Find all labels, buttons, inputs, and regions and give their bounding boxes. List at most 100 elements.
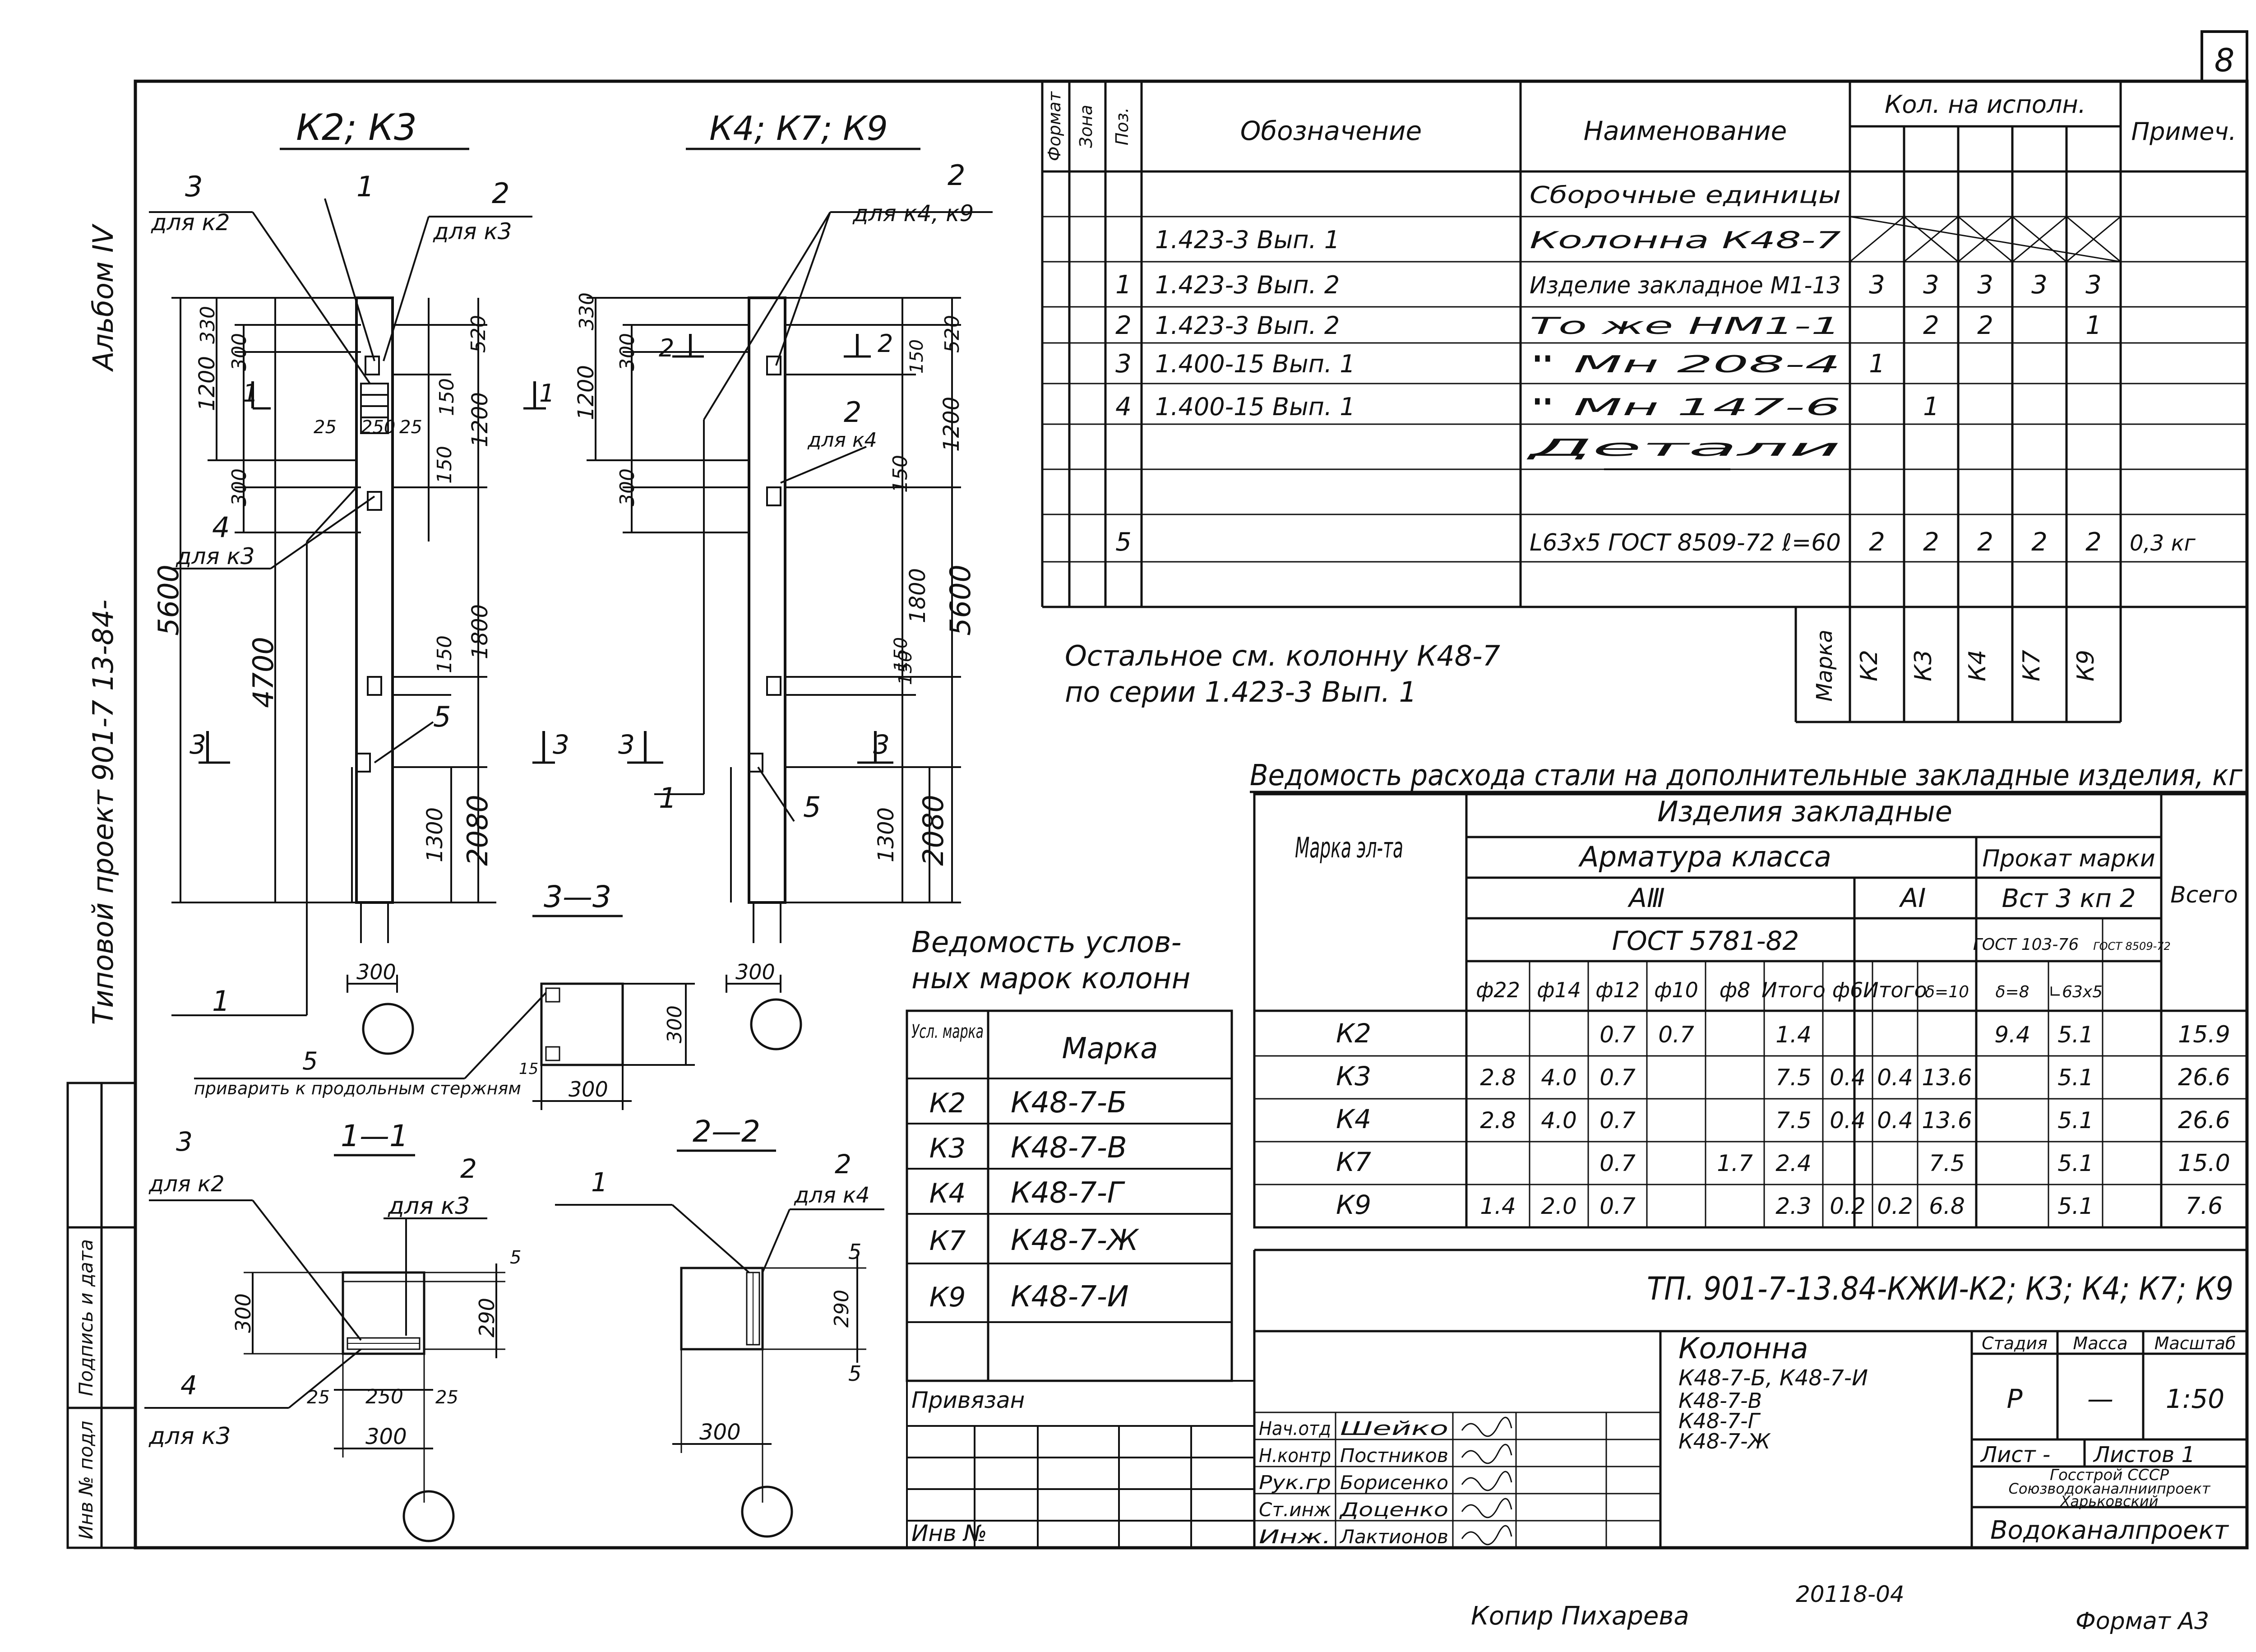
steel-cell: 0.7 — [1600, 1064, 1636, 1091]
element-name-line: К48-7-Г — [1678, 1409, 1761, 1433]
column-end-marker — [402, 1490, 455, 1542]
steel-consumption-table: Ведомость расхода стали на дополнительны… — [1250, 759, 2248, 1229]
footer-copied: Копир Пихарева — [1471, 1601, 1689, 1631]
tb-person: Лактионов — [1339, 1526, 1448, 1548]
callout-note: для к4 — [807, 429, 877, 452]
callout-note: для к2 — [151, 209, 230, 236]
privyazan-label: Привязан — [911, 1387, 1025, 1413]
steel-h-vst: Вст 3 кп 2 — [2002, 884, 2136, 913]
steel-cell: 5.1 — [2057, 1150, 2094, 1176]
steel-cell: 9.4 — [1994, 1022, 2030, 1048]
tb-person: Постников — [1340, 1444, 1448, 1467]
section-mark: 2 — [659, 334, 674, 362]
section-mark: 3 — [190, 729, 206, 760]
dim-value: 150 — [891, 637, 911, 671]
spec-designation: 1.423-3 Вып. 2 — [1155, 311, 1340, 340]
specification-table: Формат Зона Поз. Обозначение Наименовани… — [1041, 81, 2247, 723]
steel-cell: 2.0 — [1541, 1193, 1577, 1219]
section-mark: 2 — [878, 329, 893, 358]
marks-cond: К9 — [929, 1282, 966, 1313]
spec-qty: 1 — [2085, 311, 2102, 340]
steel-h-rolled: Прокат марки — [1982, 845, 2155, 872]
marks-mark: К48-7-Г — [1011, 1176, 1125, 1210]
steel-cell: 7.5 — [1929, 1150, 1965, 1176]
callout-note: для к3 — [388, 1193, 470, 1220]
dim-value: 150 — [435, 378, 458, 416]
steel-row-mark: К2 — [1336, 1018, 1371, 1049]
spec-mark: К4 — [1964, 650, 1991, 681]
steel-cell: 13.6 — [1922, 1064, 1972, 1091]
steel-row-mark: К7 — [1336, 1147, 1371, 1177]
steel-cell: 5.1 — [2057, 1107, 2094, 1134]
steel-cell: 0.4 — [1877, 1107, 1913, 1134]
spec-name: Сборочные единицы — [1530, 182, 1841, 209]
steel-cell: 13.6 — [1922, 1107, 1972, 1134]
steel-cell: 5.1 — [2057, 1022, 2094, 1048]
marks-h-mark: Марка — [1062, 1032, 1158, 1065]
dim-value: 300 — [699, 1420, 741, 1445]
dim-value: 1300 — [422, 807, 448, 862]
column-end-marker — [750, 998, 802, 1050]
steel-cell: 5.1 — [2057, 1193, 2094, 1219]
marks-mark: К48-7-Б — [1011, 1086, 1127, 1120]
spec-qty: 2 — [1977, 528, 1993, 557]
dim-value: 1200 — [467, 392, 493, 447]
dim-value: 25 — [435, 1387, 458, 1408]
section-3-3: 3—3 300 300 15 5 приварить к продольным … — [194, 879, 695, 1110]
callout-note: для к4, к9 — [852, 200, 974, 227]
dim-value: 5 — [848, 1361, 861, 1386]
dim-value: 300 — [231, 1293, 255, 1333]
spec-qty: 3 — [2031, 270, 2048, 300]
spec-mark: К9 — [2072, 650, 2099, 681]
dim-value: 1300 — [874, 807, 899, 862]
steel-h-items: Изделия закладные — [1657, 795, 1952, 828]
spec-qty: 2 — [1923, 311, 1939, 340]
spec-pos: 5 — [1115, 528, 1132, 557]
steel-h-gost1: ГОСТ 5781-82 — [1612, 925, 1799, 956]
album-label: Альбом IV — [87, 223, 120, 372]
callout-num: 2 — [492, 177, 509, 210]
spec-qty: 2 — [1869, 528, 1885, 557]
dim-value: 290 — [475, 1298, 499, 1337]
column-end-marker — [741, 1485, 793, 1538]
steel-total: 26.6 — [2178, 1064, 2230, 1091]
steel-cell: 0.7 — [1600, 1193, 1636, 1219]
spec-qty: 1 — [1869, 349, 1885, 379]
spec-qty: 3 — [1869, 270, 1885, 300]
footer-number: 20118-04 — [1796, 1581, 1905, 1607]
dim-value: 300 — [228, 333, 251, 371]
callout-num: 5 — [803, 791, 821, 824]
spec-qty: 2 — [1923, 528, 1939, 557]
org-line: Госстрой СССР — [2050, 1466, 2169, 1484]
scale-header: Масштаб — [2154, 1333, 2236, 1353]
steel-cell: 5.1 — [2057, 1064, 2094, 1091]
steel-table-title: Ведомость расхода стали на дополнительны… — [1250, 759, 2242, 792]
spec-pos: 1 — [1115, 270, 1132, 300]
dim-value: 520 — [467, 315, 490, 353]
signature-mark — [1461, 1498, 1512, 1518]
marks-cond: К2 — [929, 1087, 966, 1119]
drawing-code: ТП. 901-7-13.84-КЖИ-К2; К3; К4; К7; К9 — [1647, 1270, 2233, 1307]
steel-cell: 0.4 — [1830, 1107, 1866, 1134]
spec-mark: К3 — [1910, 650, 1937, 681]
footer-format: Формат А3 — [2076, 1608, 2209, 1635]
spec-header-qty: Кол. на исполн. — [1885, 90, 2086, 119]
spec-name: L63х5 ГОСТ 8509-72 ℓ=60 — [1530, 529, 1841, 556]
tb-role: Н.контр — [1259, 1444, 1331, 1467]
steel-col-header: ∟63х5 — [2048, 983, 2103, 1001]
org-main: Водоканалпроект — [1990, 1516, 2229, 1545]
dim-value: 1200 — [573, 365, 599, 420]
dim-value: 300 — [735, 960, 775, 984]
steel-h-arm: Арматура класса — [1578, 840, 1831, 873]
dim-value: 1800 — [467, 604, 493, 659]
callout-note: для к3 — [176, 543, 255, 569]
callout-num: 3 — [176, 1126, 193, 1157]
dim-value: 5 — [848, 1240, 861, 1264]
steel-total: 15.9 — [2178, 1021, 2230, 1048]
project-label: Типовой проект 901-7 13-84- — [87, 600, 120, 1025]
dim-value: 2080 — [917, 795, 950, 866]
sheet-number: 8 — [2214, 42, 2235, 79]
spec-designation: 1.400-15 Вып. 1 — [1155, 393, 1355, 421]
callout-num: 5 — [433, 700, 451, 733]
